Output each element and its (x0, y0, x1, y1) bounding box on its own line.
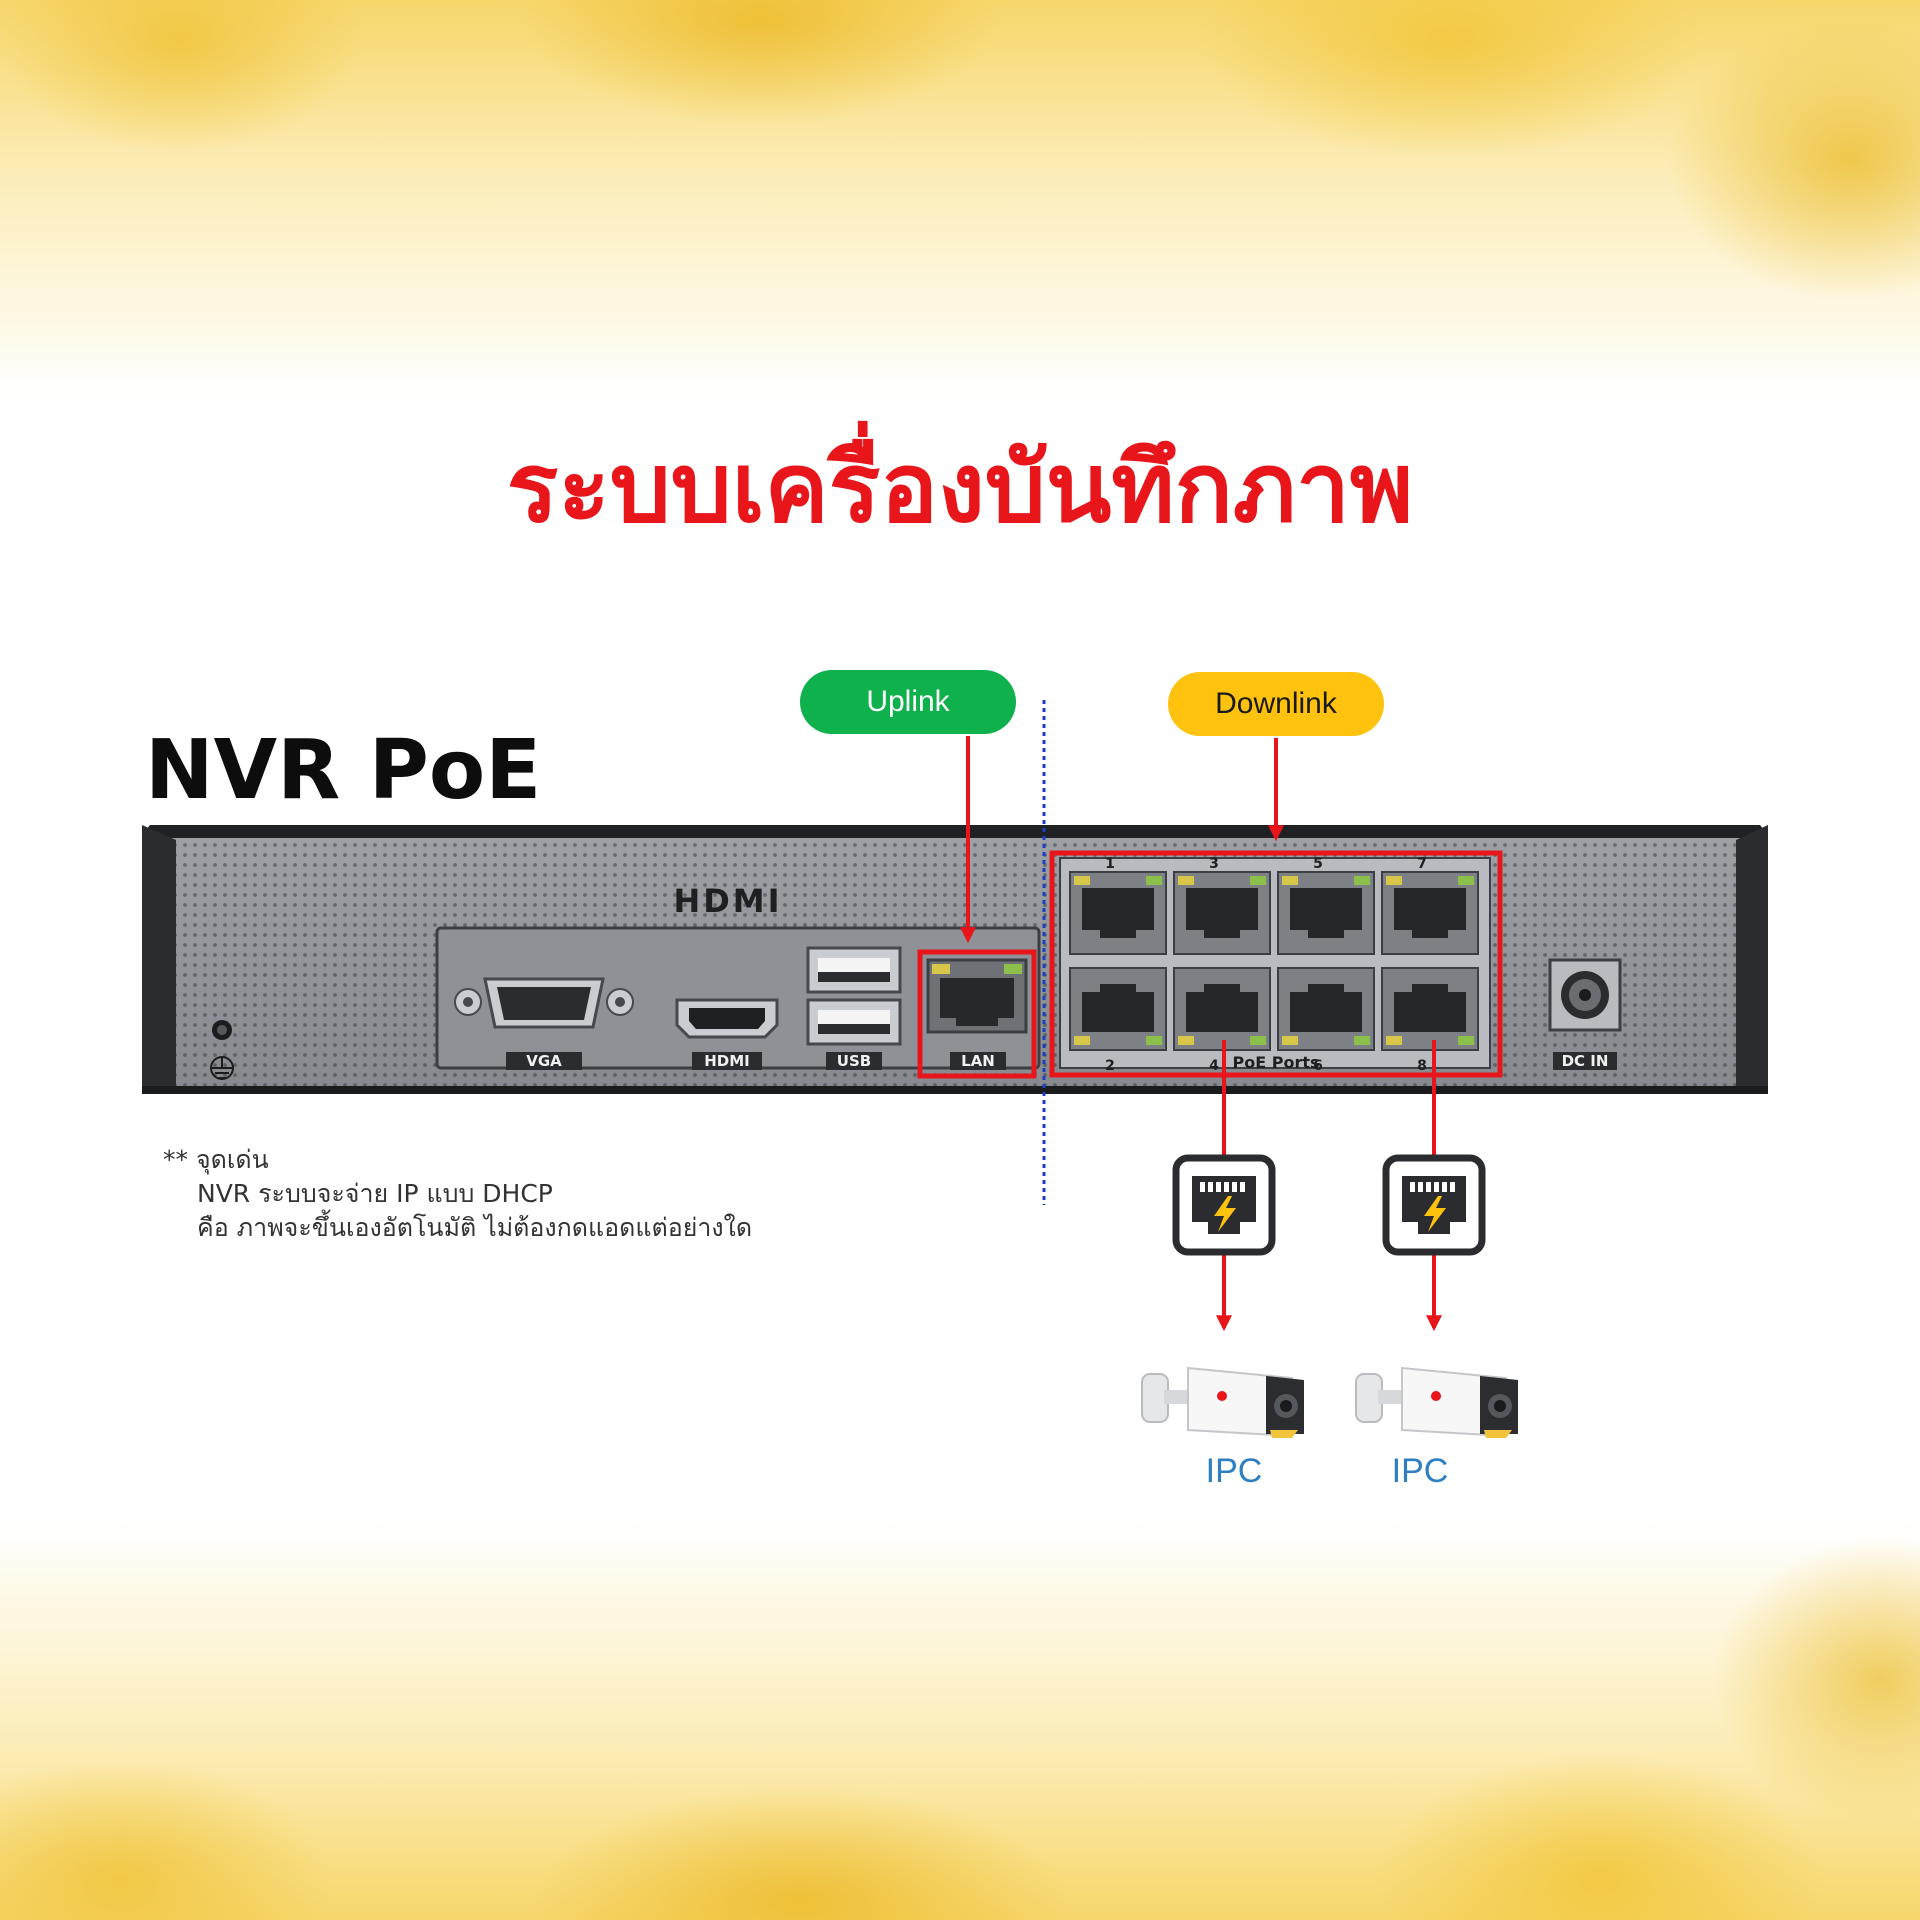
lan-label: LAN (961, 1052, 995, 1070)
usb-label-plate (826, 1052, 882, 1070)
poe-port-number: 3 (1209, 856, 1219, 872)
poe-port-number: 5 (1313, 856, 1323, 872)
poe-port-number: 6 (1313, 1058, 1323, 1074)
usb-port-bottom[interactable] (806, 998, 902, 1046)
camera-label-1: IPC (1205, 1452, 1263, 1490)
usb-port-top[interactable] (806, 946, 902, 994)
poe-highlight-box (1049, 850, 1503, 1078)
note-line-1: ** จุดเด่น (163, 1145, 269, 1174)
poe-label: PoE Ports (1233, 1053, 1320, 1072)
poe-port-number: 4 (1209, 1058, 1219, 1074)
usb-label: USB (837, 1052, 871, 1070)
hdmi-label-plate (692, 1052, 762, 1070)
poe-injector-icon (1172, 1154, 1276, 1256)
note-line-2: NVR ระบบจะจ่าย IP แบบ DHCP (197, 1179, 553, 1208)
vga-label: VGA (526, 1052, 562, 1070)
ground-screw (212, 1020, 232, 1040)
dc-label-plate (1553, 1052, 1617, 1070)
poe-numbers-group: 1 3 5 7 2 4 6 8 (1105, 856, 1427, 1074)
device-label: NVR PoE (145, 723, 542, 818)
lan-highlight-box (917, 949, 1037, 1079)
poe-port-number: 1 (1105, 856, 1115, 872)
hdmi-brand-logo: HDMI (673, 882, 782, 920)
poe-port[interactable] (1173, 871, 1271, 955)
poe-port[interactable] (1277, 871, 1375, 955)
poe-injector-icon (1382, 1154, 1486, 1256)
poe-port[interactable] (1173, 967, 1271, 1051)
lan-port[interactable] (926, 958, 1028, 1034)
poe-port[interactable] (1277, 967, 1375, 1051)
hdmi-port[interactable] (675, 998, 779, 1039)
ground-icon (210, 1056, 234, 1080)
poe-port-number: 7 (1417, 856, 1427, 872)
bullet-camera-icon (1355, 1366, 1518, 1438)
poe-port-number: 2 (1105, 1058, 1115, 1074)
dc-label: DC IN (1562, 1052, 1609, 1070)
page-title: ระบบเครื่องบันทึกภาพ (506, 432, 1414, 544)
poe-port[interactable] (1069, 871, 1167, 955)
hdmi-label: HDMI (704, 1052, 750, 1070)
camera-label-2: IPC (1391, 1452, 1449, 1490)
lan-label-plate (950, 1052, 1006, 1070)
poe-port[interactable] (1381, 967, 1479, 1051)
uplink-pill: Uplink (800, 670, 1016, 734)
poe-port[interactable] (1069, 967, 1167, 1051)
poe-port[interactable] (1381, 871, 1479, 955)
downlink-pill: Downlink (1168, 672, 1384, 736)
vga-label-plate (506, 1052, 582, 1070)
dc-in-port[interactable] (1548, 958, 1622, 1032)
feature-note: ** จุดเด่น NVR ระบบจะจ่าย IP แบบ DHCP คื… (163, 1143, 752, 1245)
note-line-3: คือ ภาพจะขึ้นเองอัตโนมัติ ไม่ต้องกดแอดแต… (197, 1213, 753, 1242)
poe-port-number: 8 (1417, 1058, 1427, 1074)
vga-port[interactable] (454, 977, 634, 1029)
bullet-camera-icon (1141, 1366, 1304, 1438)
poe-ports-group (1069, 871, 1479, 1051)
